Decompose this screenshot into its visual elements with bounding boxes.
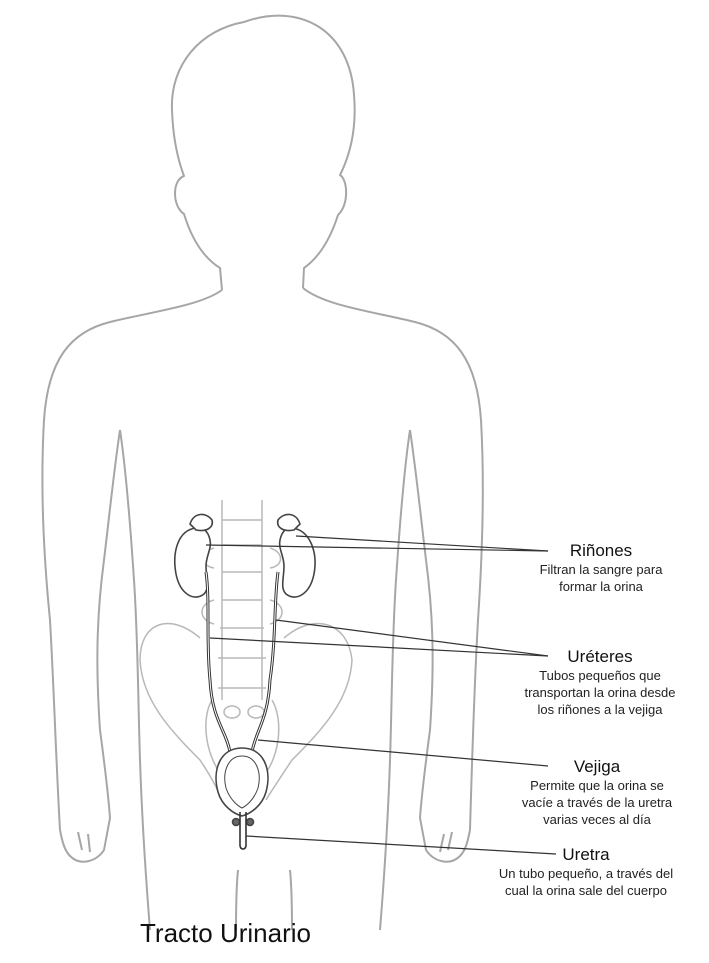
bladder — [216, 748, 268, 826]
right-kidney — [280, 528, 315, 597]
label-kidneys: Riñones Filtran la sangre para formar la… — [506, 541, 696, 595]
label-bladder: Vejiga Permite que la orina se vacíe a t… — [494, 757, 700, 828]
label-ureters: Uréteres Tubos pequeños que transportan … — [500, 647, 700, 718]
diagram-title: Tracto Urinario — [140, 918, 311, 949]
label-urethra-desc: Un tubo pequeño, a través del cual la or… — [472, 865, 700, 899]
left-adrenal — [190, 514, 212, 530]
label-urethra: Uretra Un tubo pequeño, a través del cua… — [472, 845, 700, 899]
label-kidneys-desc: Filtran la sangre para formar la orina — [506, 561, 696, 595]
label-bladder-desc: Permite que la orina se vacíe a través d… — [494, 777, 700, 828]
right-adrenal — [278, 514, 300, 530]
urethra — [240, 812, 246, 849]
label-ureters-name: Uréteres — [500, 647, 700, 667]
label-ureters-desc: Tubos pequeños que transportan la orina … — [500, 667, 700, 718]
label-kidneys-name: Riñones — [506, 541, 696, 561]
left-kidney — [175, 528, 211, 597]
label-urethra-name: Uretra — [472, 845, 700, 865]
ureters — [206, 572, 278, 752]
label-bladder-name: Vejiga — [494, 757, 700, 777]
kidneys — [175, 514, 315, 597]
